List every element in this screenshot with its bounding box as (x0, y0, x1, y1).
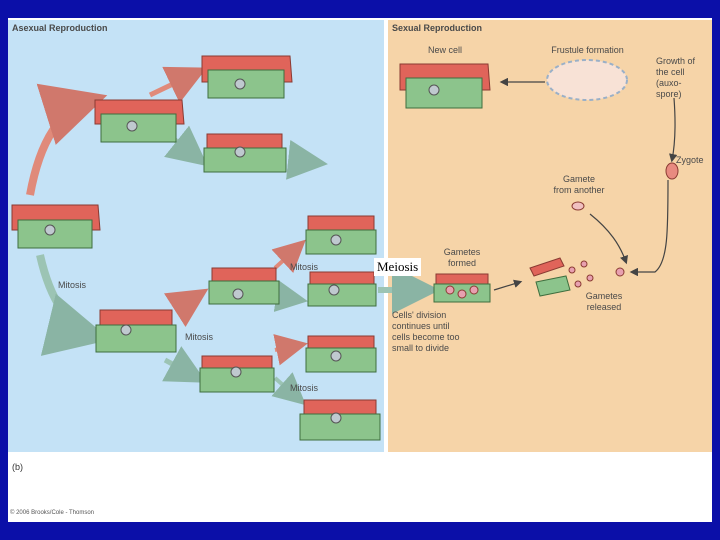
diatom-cell-small-4 (299, 399, 381, 441)
diatom-cell-small-3 (305, 335, 377, 373)
sexual-title: Sexual Reproduction (392, 23, 483, 33)
diatom-cell-row-b (199, 355, 275, 393)
diatom-cell-row-a (208, 267, 280, 305)
label-frustule-formation: Frustule formation (551, 45, 624, 55)
diatom-cell-gen2-small (203, 133, 287, 173)
copyright: © 2006 Brooks/Cole - Thomson (10, 510, 95, 516)
gametes-formed-cell (433, 273, 491, 303)
released-gametes (568, 260, 625, 288)
gamete-from-another (571, 201, 585, 211)
label-new-cell: New cell (427, 45, 462, 55)
label-gametes-formed: Gametes formed (443, 247, 481, 268)
diatom-cell-parent (11, 204, 101, 249)
label-mitosis-4: Mitosis (290, 383, 319, 393)
diatom-cell-gen2-large (201, 55, 293, 99)
meiosis-label: Meiosis (374, 258, 422, 276)
diatom-cell-small-2 (307, 271, 377, 307)
label-mitosis-1: Mitosis (58, 280, 87, 290)
figure-tag: (b) (12, 462, 23, 472)
diatom-cell-small-1 (305, 215, 377, 255)
auxospore (546, 59, 628, 101)
open-frustule (529, 257, 571, 297)
label-gametes-released: Gametes released (585, 291, 623, 312)
label-mitosis-3: Mitosis (185, 332, 214, 342)
diatom-cell-gen1-large (94, 99, 185, 143)
label-gamete-from-another: Gamete from another (553, 174, 605, 195)
diatom-cell-new (399, 63, 491, 109)
arrow-up-curve (26, 83, 108, 196)
label-zygote: Zygote (676, 155, 704, 165)
label-cells-division: Cells' division continues until cells be… (392, 310, 460, 353)
label-growth: Growth of the cell (auxo- spore) (656, 56, 696, 99)
arrow-down-curve (36, 254, 111, 356)
label-mitosis-2: Mitosis (290, 262, 319, 272)
asexual-title: Asexual Reproduction (12, 23, 108, 33)
zygote (665, 162, 679, 180)
diatom-cell-gen1-small (95, 309, 177, 353)
